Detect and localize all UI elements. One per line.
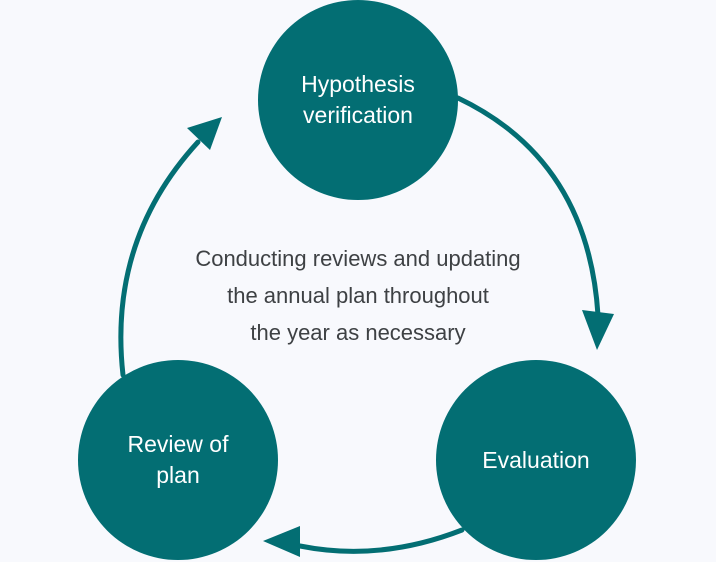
arrow-hypothesis-to-evaluation xyxy=(455,95,601,318)
node-evaluation: Evaluation xyxy=(436,360,636,560)
arrow-head-to-hypothesis xyxy=(187,117,222,150)
node-hypothesis-verification: Hypothesis verification xyxy=(258,0,458,200)
node-review-label: Review of plan xyxy=(127,431,229,488)
node-review-of-plan: Review of plan xyxy=(78,360,278,560)
arrow-head-to-evaluation xyxy=(582,310,614,350)
node-hypothesis-label: Hypothesis verification xyxy=(301,71,415,128)
arrow-evaluation-to-review xyxy=(297,527,465,554)
center-description: Conducting reviews and updating the annu… xyxy=(195,246,521,345)
node-evaluation-label: Evaluation xyxy=(482,446,590,473)
arrow-review-to-hypothesis xyxy=(118,139,201,378)
arrow-head-to-review xyxy=(263,526,300,557)
